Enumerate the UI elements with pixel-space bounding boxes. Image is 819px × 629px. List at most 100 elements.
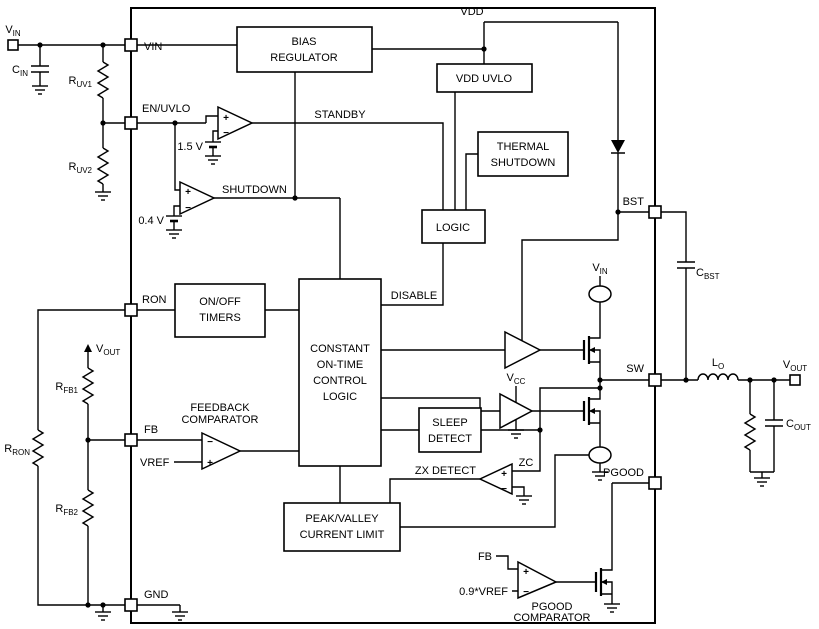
ground-symbol	[515, 495, 533, 505]
wire-power-stage	[389, 211, 790, 528]
feedback-comparator	[201, 431, 242, 471]
block-thermal-shutdown	[477, 131, 569, 177]
resistors	[31, 61, 757, 527]
minus-mark: −	[523, 587, 529, 598]
junction-dot	[615, 209, 621, 215]
junction-dots	[37, 42, 777, 608]
pin-label-vin: VIN	[144, 41, 162, 53]
thermal-shutdown-label: SHUTDOWN	[491, 157, 556, 169]
junction-dot	[172, 120, 178, 126]
vref-label: VREF	[140, 457, 170, 469]
plus-mark: +	[223, 113, 229, 124]
cin-label: CIN	[12, 64, 28, 78]
minus-mark: −	[185, 203, 191, 214]
mosfet-bars	[582, 336, 603, 596]
ruv1-label: RUV1	[68, 75, 92, 89]
cot-label: LOGIC	[323, 391, 357, 403]
diode-anode	[611, 140, 625, 153]
pin-bst	[648, 205, 662, 219]
zx-detect-label: ZX DETECT	[415, 465, 476, 477]
pin-ron	[124, 303, 138, 317]
ground-symbol	[171, 611, 189, 621]
shutdown-label: SHUTDOWN	[222, 184, 287, 196]
pin-sw	[648, 373, 662, 387]
pin-fb	[124, 433, 138, 447]
pin-label-en-uvlo: EN/UVLO	[142, 103, 191, 115]
minus-mark: −	[207, 437, 213, 448]
pin-gnd	[124, 598, 138, 612]
ruv2-label: RUV2	[68, 161, 92, 175]
ground-symbol	[165, 229, 183, 239]
vdd-label: VDD	[460, 6, 483, 18]
junction-dot	[85, 602, 91, 608]
bootstrap-diode	[611, 140, 625, 153]
sleep-detect-label: SLEEP	[432, 417, 467, 429]
pgood-comparator-label: COMPARATOR	[513, 612, 590, 624]
shutdown-comparator	[179, 180, 216, 216]
peak-valley-label: CURRENT LIMIT	[300, 529, 385, 541]
reference-battery-0v4	[164, 214, 184, 223]
wires	[18, 21, 790, 612]
feedback-comparator-label: FEEDBACK	[190, 402, 250, 414]
pin-pgood	[648, 476, 662, 490]
terminal-vin	[7, 39, 19, 51]
pin-label-gnd: GND	[144, 589, 169, 601]
logic-label: LOGIC	[436, 222, 470, 234]
bias-regulator-label: REGULATOR	[270, 52, 337, 64]
pin-label-fb: FB	[144, 424, 158, 436]
arrows	[84, 344, 607, 585]
pgood-comparator	[517, 560, 558, 600]
comparators-and-drivers	[179, 105, 558, 600]
block-cot-control-logic	[298, 278, 382, 467]
junction-dot	[597, 385, 603, 391]
en-comparator	[217, 105, 254, 141]
pin-label-pgood: PGOOD	[603, 467, 644, 479]
block-on-off-timers	[174, 283, 266, 338]
junction-dot	[100, 602, 106, 608]
junction-dot	[747, 377, 753, 383]
ground-symbols	[31, 85, 771, 621]
pin-label-sw: SW	[626, 363, 644, 375]
low-side-driver	[499, 392, 534, 430]
block-logic	[421, 209, 486, 244]
rron-label: RRON	[4, 443, 30, 457]
ground-symbol	[94, 191, 112, 201]
ground-symbol	[31, 85, 49, 95]
junction-dot	[537, 427, 543, 433]
junction-dot	[481, 46, 487, 52]
rfb2-label: RFB2	[55, 503, 78, 517]
cot-label: CONTROL	[313, 375, 367, 387]
pins	[7, 38, 801, 612]
ruv2-resistor	[96, 147, 110, 185]
junction-dot	[85, 437, 91, 443]
rron-resistor	[31, 429, 45, 467]
block-vdd-uvlo	[436, 63, 533, 93]
ls-mosfet-arrow	[589, 408, 595, 414]
ground-symbol	[603, 603, 621, 613]
block-peak-valley-current-limit	[283, 502, 401, 552]
cbst-label: CBST	[696, 267, 720, 281]
lo-label: LO	[712, 357, 724, 371]
pin-label-ron: RON	[142, 294, 167, 306]
junction-dot	[771, 377, 777, 383]
on-off-timers-label: ON/OFF	[199, 296, 241, 308]
plus-mark: +	[207, 458, 213, 469]
junction-dot	[37, 42, 43, 48]
cot-label: ON-TIME	[317, 359, 363, 371]
plus-mark: +	[523, 567, 529, 578]
vin-terminal-label: VIN	[5, 24, 21, 38]
rfb1-resistor	[81, 367, 95, 405]
standby-label: STANDBY	[314, 109, 366, 121]
vout-terminal-label: VOUT	[783, 359, 807, 373]
plus-mark: +	[501, 469, 507, 480]
pgood-mosfet-arrow	[601, 579, 607, 585]
ground-symbol	[507, 429, 525, 439]
junction-dot	[292, 195, 298, 201]
ref-1v5-label: 1.5 V	[177, 141, 203, 153]
comparator-marks: + − + − − + + − + −	[185, 113, 529, 598]
vout-net-arrow	[84, 344, 92, 352]
ground-symbol	[204, 155, 222, 165]
ground-symbol	[94, 611, 112, 621]
